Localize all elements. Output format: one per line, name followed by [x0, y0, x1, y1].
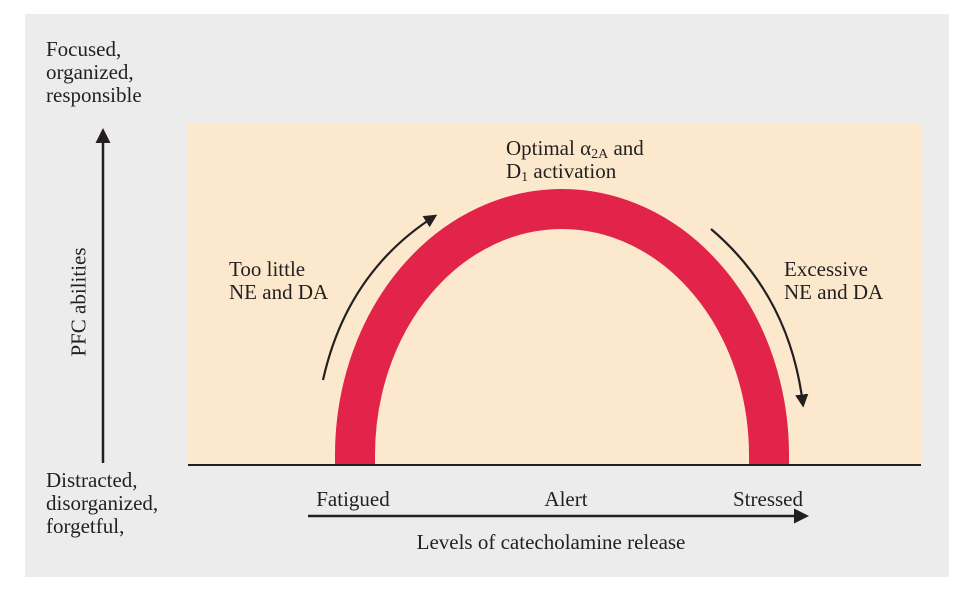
- annotation-line: NE and DA: [784, 280, 884, 304]
- y-axis-bottom-label: Distracted, disorganized, forgetful,: [46, 469, 158, 538]
- annotation-too-little: Too little NE and DA: [229, 258, 328, 304]
- annotation-text: activation: [528, 159, 617, 183]
- y-bottom-line: Distracted,: [46, 468, 138, 492]
- annotation-subscript: 1: [521, 170, 529, 185]
- annotation-text: Optimal α: [506, 136, 592, 160]
- plot-area: [188, 124, 921, 465]
- y-axis-top-label: Focused, organized, responsible: [46, 38, 142, 107]
- y-axis-title: PFC abilities: [66, 247, 91, 357]
- y-bottom-line: forgetful,: [46, 514, 125, 538]
- y-top-line: Focused,: [46, 37, 122, 61]
- x-tick-stressed: Stressed: [733, 487, 803, 511]
- rising-arrow: [321, 214, 438, 381]
- y-top-line: organized,: [46, 60, 134, 84]
- annotation-text: D: [506, 159, 522, 183]
- annotation-line: Excessive: [784, 257, 868, 281]
- annotation-text: and: [608, 136, 644, 160]
- annotation-optimal-line1: Optimal α2A and: [506, 136, 644, 162]
- x-tick-fatigued: Fatigued: [316, 487, 390, 511]
- inverted-u-curve: [335, 189, 789, 465]
- annotation-optimal-line2: D1 activation: [506, 159, 644, 185]
- annotation-line: Too little: [229, 257, 306, 281]
- x-axis-title: Levels of catecholamine release: [416, 530, 686, 554]
- annotation-optimal: Optimal α2A and D1 activation: [506, 136, 644, 185]
- annotation-subscript: 2A: [591, 147, 609, 162]
- x-tick-alert: Alert: [544, 487, 588, 511]
- y-top-line: responsible: [46, 83, 142, 107]
- annotation-excessive: Excessive NE and DA: [784, 258, 883, 304]
- y-bottom-line: disorganized,: [46, 491, 159, 515]
- annotation-line: NE and DA: [229, 280, 329, 304]
- falling-arrow: [710, 228, 809, 408]
